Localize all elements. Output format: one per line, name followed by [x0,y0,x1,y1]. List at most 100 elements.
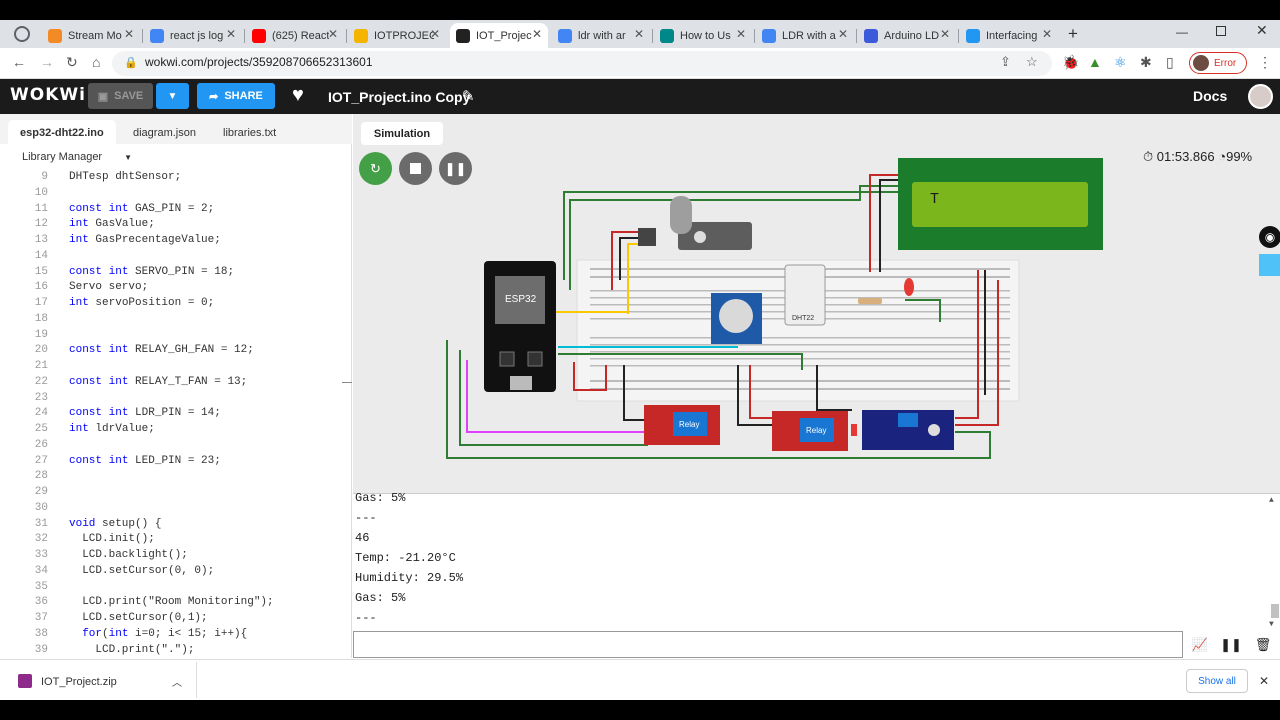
browser-tab[interactable]: How to Us✕ [654,23,752,48]
close-tab-icon[interactable]: ✕ [531,27,542,41]
stop-button[interactable] [399,152,432,185]
lcd-text: T [930,191,939,208]
reload-icon[interactable]: ↻ [66,54,78,70]
tab-libraries-txt[interactable]: libraries.txt [223,127,277,139]
led-red[interactable] [904,278,914,296]
forward-icon[interactable]: → [40,54,54,70]
share-button[interactable]: ➦SHARE [197,83,275,109]
scroll-down-icon[interactable]: ▼ [1269,620,1274,629]
extension-react-icon[interactable]: ⚛ [1114,54,1127,70]
line-text: const int GAS_PIN = 2; [69,202,215,215]
browser-tab[interactable]: IOTPROJEC✕ [348,23,446,48]
code-line: 18 [0,311,352,327]
library-manager-tab[interactable]: Library Manager▼ [22,151,132,163]
side-panel-icon[interactable]: ▯ [1166,54,1174,70]
chevron-up-icon[interactable]: ︿ [172,678,182,689]
close-tab-icon[interactable]: ✕ [735,27,746,41]
browser-tab[interactable]: (625) React✕ [246,23,344,48]
close-tab-icon[interactable]: ✕ [1041,27,1052,41]
side-tab-icon[interactable] [1259,254,1280,276]
scroll-up-icon[interactable]: ▲ [1269,496,1274,505]
omnibox[interactable]: 🔒 ⇪ ☆ [112,51,1052,76]
browser-tab[interactable]: IOT_Projec✕ [450,23,548,48]
code-keyword: int [69,297,89,309]
esp32-reset-button[interactable] [527,351,543,367]
line-number: 22 [34,375,48,388]
new-tab-icon[interactable]: + [1068,24,1078,43]
serial-pause-button[interactable]: ❚❚ [1216,631,1246,658]
close-window-icon[interactable]: ✕ [1256,22,1268,38]
save-button[interactable]: ▣SAVE [88,83,153,109]
profile-error-button[interactable]: Error [1189,52,1247,74]
dht22-sensor[interactable] [784,264,826,326]
tab-diagram-json[interactable]: diagram.json [133,127,196,139]
close-download-bar-icon[interactable]: ✕ [1259,674,1270,688]
simulation-tab[interactable]: Simulation [361,122,443,145]
project-name[interactable]: IOT_Project.ino Copy [328,89,471,105]
save-dropdown-button[interactable]: ▼ [156,83,189,109]
lightbulb-icon[interactable]: ◉ [1259,226,1280,248]
pause-button[interactable]: ❚❚ [439,152,472,185]
bookmark-star-icon[interactable]: ☆ [1026,54,1038,69]
line-text: const int LDR_PIN = 14; [69,407,221,420]
servo-motor[interactable] [678,222,752,250]
extension-android-icon[interactable]: ▲ [1088,54,1102,70]
share-page-icon[interactable]: ⇪ [1000,54,1011,69]
close-tab-icon[interactable]: ✕ [123,27,134,41]
browser-tab[interactable]: LDR with a✕ [756,23,854,48]
tab-esp32-dht22-ino[interactable]: esp32-dht22.ino [8,120,116,144]
circuit-diagram[interactable]: T ESP32 DHT22 Relay Relay [353,114,1280,493]
back-icon[interactable]: ← [12,54,26,70]
close-tab-icon[interactable]: ✕ [327,27,338,41]
share-label: SHARE [224,90,263,102]
line-number: 19 [34,328,48,341]
gas-sensor-knob[interactable] [719,299,753,333]
docs-link[interactable]: Docs [1193,88,1228,104]
serial-input[interactable] [353,631,1183,658]
line-text: int servoPosition = 0; [69,297,215,309]
esp32-boot-button[interactable] [499,351,515,367]
letterbox-top [0,0,1280,20]
user-avatar[interactable] [1248,84,1273,109]
esp32-chip [495,276,545,324]
close-tab-icon[interactable]: ✕ [225,27,236,41]
browser-tab[interactable]: Arduino LD✕ [858,23,956,48]
browser-tab[interactable]: Stream Mo✕ [42,23,140,48]
edit-pencil-icon[interactable]: ✎ [462,88,475,105]
extensions-puzzle-icon[interactable]: ✱ [1140,54,1152,70]
close-tab-icon[interactable]: ✕ [429,27,440,41]
chrome-menu-icon[interactable] [14,26,30,42]
serial-line: Humidity: 29.5% [355,571,464,585]
restart-button[interactable]: ↻ [359,152,392,185]
avatar [1193,55,1209,71]
serial-scrollbar-thumb[interactable] [1271,604,1279,618]
clear-serial-button[interactable]: 🗑 [1248,631,1278,658]
download-file-name[interactable]: IOT_Project.zip [41,676,117,688]
code-line: 33 LCD.backlight(); [0,547,352,563]
browser-tab[interactable]: Interfacing✕ [960,23,1058,48]
wokwi-logo[interactable]: WOKWi [10,85,86,105]
line-number: 23 [34,391,48,404]
extension-bug-icon[interactable]: 🐞 [1062,54,1080,70]
kebab-menu-icon[interactable]: ⋮ [1258,54,1272,70]
restore-icon[interactable] [1216,26,1226,36]
home-icon[interactable]: ⌂ [92,54,101,70]
wokwi-header [0,79,1280,114]
minimize-icon[interactable]: — [1176,25,1188,39]
show-all-button[interactable]: Show all [1186,669,1248,693]
code-keyword: const [69,375,103,388]
line-number: 33 [34,549,48,561]
close-tab-icon[interactable]: ✕ [633,27,644,41]
plotter-button[interactable]: 📈 [1185,631,1215,658]
browser-tab[interactable]: ldr with ar✕ [552,23,650,48]
resistor[interactable] [858,298,882,304]
close-tab-icon[interactable]: ✕ [939,27,950,41]
heart-icon[interactable]: ♥ [292,84,304,106]
line-number: 37 [34,612,48,624]
line-number: 26 [34,438,48,451]
close-tab-icon[interactable]: ✕ [837,27,848,41]
browser-tab[interactable]: react js log✕ [144,23,242,48]
servo-connector [638,228,656,246]
